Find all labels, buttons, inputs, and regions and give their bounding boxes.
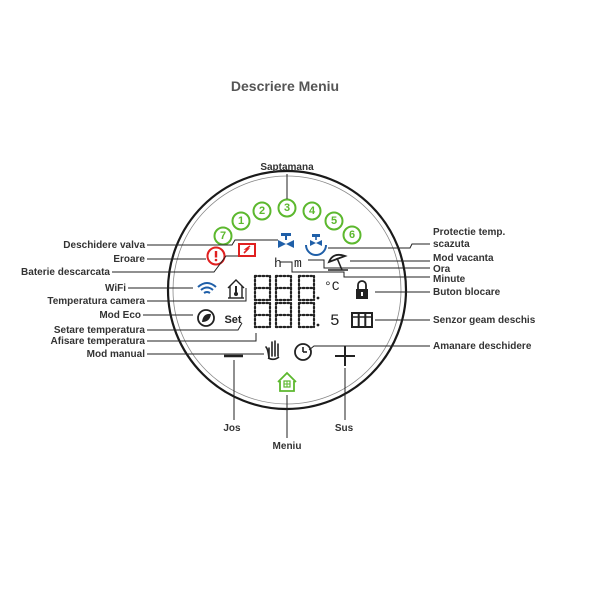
clock-icon <box>294 343 312 361</box>
label-buton-blocare: Buton blocare <box>433 287 501 298</box>
label-setare-temperatura: Setare temperatura <box>54 325 146 336</box>
day-circle-3: 3 <box>277 198 297 218</box>
day-circle-5: 5 <box>324 211 344 231</box>
decimal-dot <box>316 296 320 300</box>
label-sus: Sus <box>335 423 354 434</box>
label-minute: Minute <box>433 274 466 285</box>
day-number: 5 <box>331 215 337 227</box>
day-number: 7 <box>220 230 226 242</box>
day-number: 3 <box>284 202 290 214</box>
label-wifi: WiFi <box>105 283 126 294</box>
hand-icon <box>265 340 280 361</box>
minute-mark: m <box>294 256 302 271</box>
segment-digit <box>274 274 293 302</box>
menu-home-icon <box>277 371 297 392</box>
valve-open-icon <box>305 234 327 256</box>
label-meniu: Meniu <box>273 441 302 452</box>
thermometer-home-icon <box>227 279 245 299</box>
valve-icon <box>278 233 294 248</box>
label-saptamana: Saptamana <box>260 162 314 173</box>
segment-digit <box>297 274 316 302</box>
diagram-title: Descriere Meniu <box>231 78 339 94</box>
label-afisare-temperatura: Afisare temperatura <box>51 336 146 347</box>
day-circle-7: 7 <box>213 226 233 246</box>
segment-display <box>253 274 320 329</box>
label-mod-vacanta: Mod vacanta <box>433 253 494 264</box>
lock-icon <box>356 280 368 299</box>
day-number: 4 <box>309 205 316 217</box>
decimal-dot <box>316 323 320 327</box>
day-circle-2: 2 <box>252 201 272 221</box>
set-mark: Set <box>224 314 241 326</box>
celsius-mark: °C <box>324 279 340 294</box>
label-protectie-temp: Protectie temp. <box>433 227 505 238</box>
segment-digit <box>253 274 272 302</box>
label-mod-manual: Mod manual <box>87 349 146 360</box>
segment-digit <box>274 301 293 329</box>
day-number: 2 <box>259 205 265 217</box>
hour-mark: h <box>274 256 282 271</box>
day-circle-4: 4 <box>302 201 322 221</box>
eco-leaf-icon <box>197 309 215 327</box>
battery-icon <box>238 243 256 257</box>
error-icon <box>206 246 226 266</box>
label-jos: Jos <box>223 423 241 434</box>
leader-lines <box>112 174 430 438</box>
day-indicators: 1 2 3 4 56 7 <box>213 198 362 246</box>
day-circle-6: 6 <box>342 225 362 245</box>
day-circle-1: 1 <box>231 211 251 231</box>
label-temperatura-camera: Temperatura camera <box>47 296 145 307</box>
label-amanare-deschidere: Amanare deschidere <box>433 341 532 352</box>
label-mod-eco: Mod Eco <box>99 310 141 321</box>
window-icon <box>351 312 373 328</box>
label-senzor-geam-deschis: Senzor geam deschis <box>433 315 536 326</box>
label-eroare: Eroare <box>113 254 145 265</box>
segment-digit <box>253 301 272 329</box>
label-protectie-scazuta: scazuta <box>433 239 470 250</box>
seconds-mark: 5 <box>330 312 340 330</box>
label-deschidere-valva: Deschidere valva <box>63 240 145 251</box>
wifi-icon <box>197 282 217 294</box>
label-baterie-descarcata: Baterie descarcata <box>21 267 110 278</box>
day-number: 1 <box>238 215 244 227</box>
plus-icon <box>335 346 355 366</box>
day-number: 6 <box>349 229 355 241</box>
label-ora: Ora <box>433 264 451 275</box>
segment-digit <box>297 301 316 329</box>
